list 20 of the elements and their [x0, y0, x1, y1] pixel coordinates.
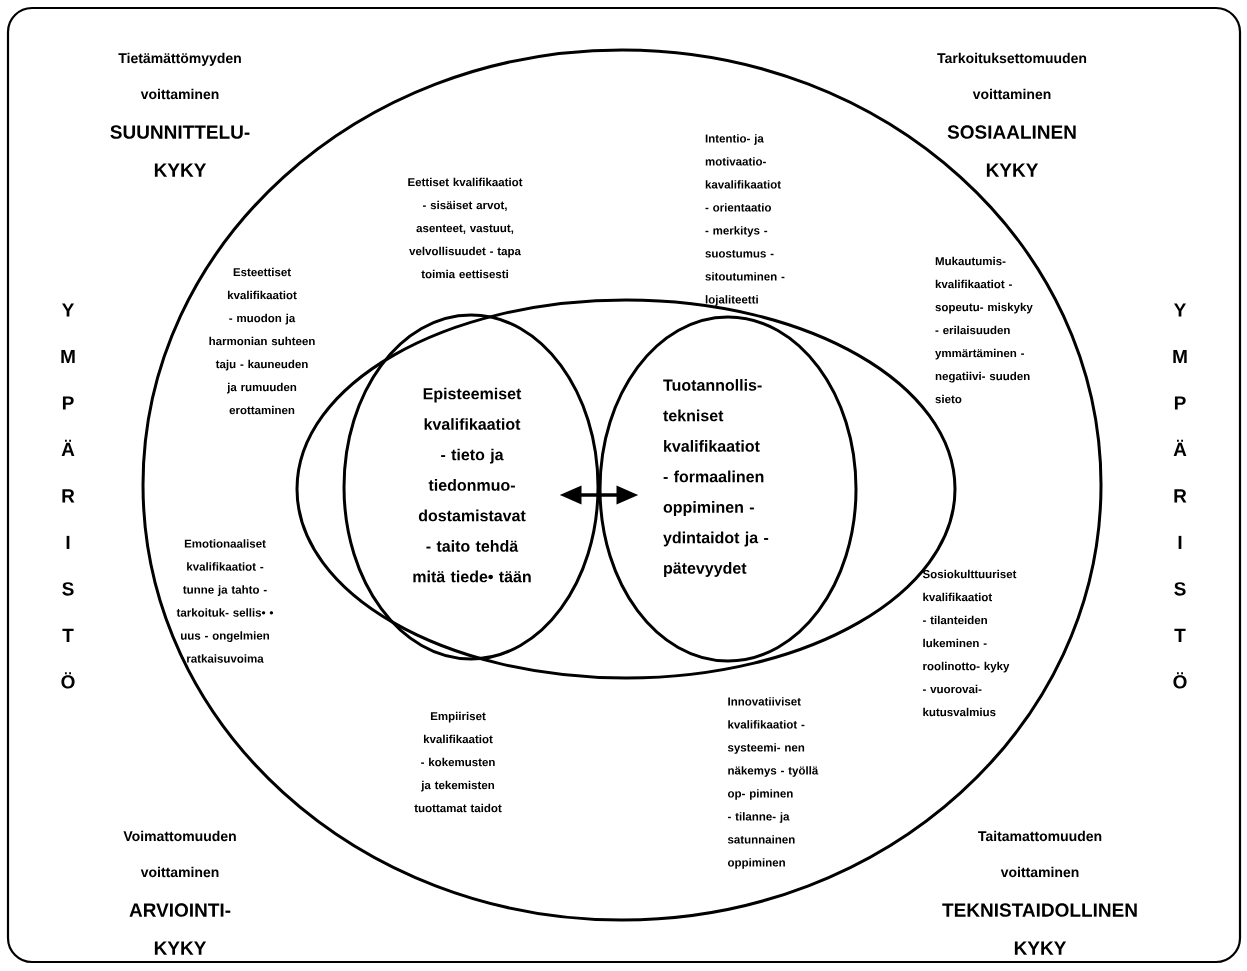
qualification-text: Intentio- ja motivaatio- kavalifikaatiot - orientaatio - merkitys - suostumus - sitoutuminen - lojaliteetti: [705, 134, 785, 306]
circle-text: Tuotannollis- tekniset kvalifikaatiot - formaalinen oppiminen - ydintaidot ja -pätevyydet: [663, 379, 769, 577]
corner-caption: Tietämättömyyden voittaminen: [118, 52, 241, 100]
vertical-label: YMPÄRISTÖ: [1173, 303, 1187, 689]
corner-caption: Taitamattomuuden voittaminen: [978, 830, 1102, 878]
corner-caption: Voimattomuuden voittaminen: [123, 830, 236, 878]
vertical-label: YMPÄRISTÖ: [61, 303, 75, 689]
corner-heading: SOSIAALINEN KYKY: [947, 125, 1076, 177]
qualification-text: Emotionaaliset kvalifikaatiot - tunne ja tahto - tarkoituk- sellis• • uus - ongelmien ratkaisuvoima: [176, 539, 274, 663]
circle-text: Episteemiset kvalifikaatiot - tieto ja tiedonmuo- dostamistavat - taito tehdä mitä tiede• tään: [413, 387, 531, 583]
corner-caption: Tarkoituksettomuuden voittaminen: [937, 52, 1087, 100]
corner-heading: TEKNISTAIDOLLINEN KYKY: [942, 903, 1137, 955]
corner-heading: ARVIOINTI- KYKY: [129, 903, 231, 955]
qualification-text: Innovatiiviset kvalifikaatiot - systeemi- nen näkemys - työllä op- piminen - tilanne- ja satunnainen oppiminen: [727, 697, 819, 869]
qualification-text: Eettiset kvalifikaatiot - sisäiset arvot, asenteet, vastuut, velvollisuudet - tapa toimia eettisesti: [408, 177, 523, 279]
corner-heading: SUUNNITTELU- KYKY: [110, 125, 250, 177]
qualification-text: Empiiriset kvalifikaatiot - kokemusten ja tekemisten tuottamat taidot: [414, 711, 502, 813]
qualification-text: Mukautumis- kvalifikaatiot - sopeutu- miskyky - erilaisuuden ymmärtäminen - negatiivi- suuden sieto: [935, 256, 1033, 404]
qualification-text: Sosiokulttuuriset kvalifikaatiot - tilanteiden lukeminen - roolinotto- kyky - vuorovai- kutusvalmius: [922, 569, 1017, 717]
qualification-text: Esteettiset kvalifikaatiot - muodon ja harmonian suhteen taju - kauneuden ja rumuuden erottaminen: [209, 267, 315, 415]
